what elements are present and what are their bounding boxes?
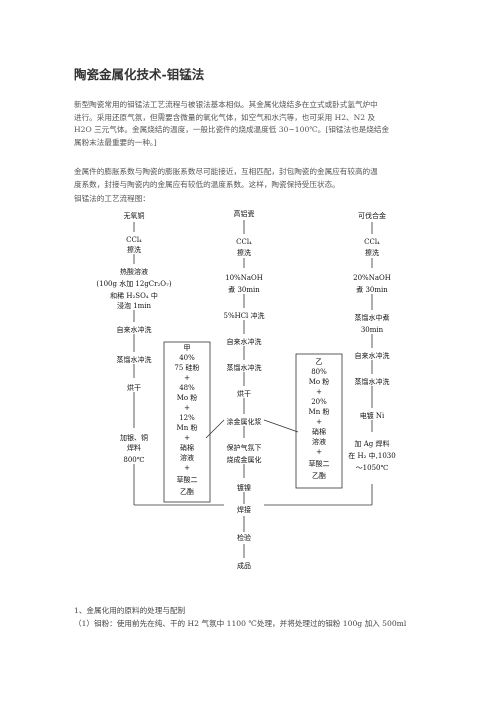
column-kovar: 可伐合金 CCl₄ 擦洗 20%NaOH 煮 30min 蒸馏水中煮 30min… — [348, 211, 395, 472]
flow-step: 高铝瓷 — [234, 209, 255, 218]
flow-step: 煮 30min — [228, 285, 260, 294]
formula-line: + — [184, 464, 190, 472]
formula-line: + — [316, 388, 322, 396]
formula-line: 甲 — [184, 344, 191, 352]
flow-step: 检验 — [237, 533, 251, 542]
formula-line: 乙 — [316, 358, 323, 366]
flow-step: 烘干 — [237, 389, 251, 398]
formula-line: + — [184, 404, 190, 412]
flowchart-caption: 钼锰法的工艺流程图： — [74, 194, 150, 203]
formula-line: + — [184, 434, 190, 442]
flow-step: 无氧铜 — [124, 211, 145, 220]
formula-line: 乙酯 — [180, 488, 194, 496]
formula-line: 40% — [179, 354, 195, 362]
section-heading: 1、金属化用的原料的处理与配制 — [74, 606, 186, 615]
column-ceramic: 高铝瓷 CCl₄ 擦洗 10%NaOH 煮 30min 5%HCl 冲洗 自来水… — [223, 209, 264, 492]
formula-line: Mn 粉 — [309, 407, 330, 416]
flow-step: 保护气氛下 — [227, 443, 262, 452]
formula-line: Mo 粉 — [309, 377, 330, 386]
intro-line: H2O 三元气体。金属烧结的温度，一般比瓷件的烧成温度低 30~100℃。[钼锰… — [74, 125, 390, 134]
flow-step: 加 Ag 焊料 — [355, 439, 390, 448]
formula-line: 硝棉 — [180, 443, 194, 452]
flow-step: CCl₄ — [364, 238, 380, 246]
flow-step: 蒸馏水中煮 — [355, 313, 390, 322]
flow-step: 蒸馏水冲洗 — [227, 363, 262, 372]
formula-line: + — [316, 448, 322, 456]
formula-line: 草酸二 — [309, 459, 330, 468]
page-title: 陶瓷金属化技术-钼锰法 — [74, 67, 205, 82]
para2-line: 度系数，封接与陶瓷内的金属应有较低的温度系数。这样，陶瓷保持受压状态。 — [74, 179, 340, 189]
flow-step: 擦洗 — [127, 245, 141, 254]
flow-step: 烘干 — [127, 383, 141, 392]
formula-line: Mo 粉 — [177, 393, 198, 402]
flow-step: 煮 30min — [356, 285, 388, 294]
flow-step: 涂金属化浆 — [227, 417, 262, 426]
formula-line: 溶液 — [312, 437, 326, 446]
flow-step: 和稀 H₂SO₄ 中 — [110, 291, 158, 300]
formula-line: 草酸二 — [177, 475, 198, 484]
flow-step: CCl₄ — [126, 236, 142, 244]
formula-box-a — [163, 341, 211, 503]
flow-step: 电镀 Ni — [360, 411, 385, 420]
flow-step: 焊料 — [127, 443, 141, 452]
flow-step: CCl₄ — [236, 238, 252, 246]
section-line: （1）钼粉：使用前先在纯、干的 H2 气氛中 1100 ℃处理，并将处理过的钼粉… — [74, 619, 407, 628]
formula-line: 乙酯 — [312, 472, 326, 480]
intro-line: 属粉末法最重要的一种。] — [74, 137, 157, 147]
formula-line: 12% — [179, 414, 195, 422]
flow-step: 20%NaOH — [353, 274, 391, 282]
formula-line: 75 硅粉 — [174, 363, 199, 372]
para2-line: 金属件的膨胀系数与陶瓷的膨胀系数尽可能接近，互相匹配，封包陶瓷的金属应有较高的温 — [74, 167, 378, 176]
flow-step: (100g 水加 12gCr₂O₇) — [96, 279, 171, 288]
intro-paragraph: 新型陶瓷常用的钼锰法工艺流程与被银法基本相似。其金属化烧结多在立式或卧式氢气炉中… — [74, 99, 424, 149]
flow-step: 自来水冲洗 — [117, 325, 152, 334]
flow-step: 可伐合金 — [358, 211, 386, 220]
formula-line: Mn 粉 — [177, 423, 198, 432]
flow-step: 800℃ — [123, 456, 144, 464]
formula-line: 溶液 — [180, 453, 194, 462]
column-final: 焊接 检验 成品 — [237, 505, 251, 570]
flow-step: 蒸馏水冲洗 — [117, 355, 152, 364]
process-flowchart: 无氧铜 CCl₄ 擦洗 热酸溶液 (100g 水加 12gCr₂O₇) 和稀 H… — [96, 209, 395, 570]
formula-box-b — [295, 353, 343, 489]
formula-line: + — [316, 418, 322, 426]
flow-connectors — [133, 220, 373, 558]
intro-line: 新型陶瓷常用的钼锰法工艺流程与被银法基本相似。其金属化烧结多在立式或卧式氢气炉中 — [74, 100, 378, 109]
expansion-paragraph: 金属件的膨胀系数与陶瓷的膨胀系数尽可能接近，互相匹配，封包陶瓷的金属应有较高的温… — [74, 166, 424, 191]
flow-step: 擦洗 — [237, 248, 251, 257]
formula-line: 20% — [311, 398, 327, 406]
intro-line: 进行。采用还原气氛，但需要含微量的氧化气体，如空气和水汽等，也可采用 H2、N2… — [74, 112, 376, 122]
flow-step: 热酸溶液 — [120, 267, 148, 276]
flow-step: 10%NaOH — [225, 274, 263, 282]
flow-step: 烧成金属化 — [227, 455, 262, 464]
formula-line: 硝棉 — [312, 427, 326, 436]
flow-step: 5%HCl 冲洗 — [223, 311, 264, 320]
column-copper: 无氧铜 CCl₄ 擦洗 热酸溶液 (100g 水加 12gCr₂O₇) 和稀 H… — [96, 211, 171, 464]
flow-step: 加银、铜 — [120, 433, 148, 442]
flow-step: 在 H₂ 中,1030 — [348, 451, 395, 460]
flow-step: ～1050℃ — [356, 464, 389, 472]
flow-step: 30min — [361, 326, 384, 334]
formula-line: 48% — [179, 384, 195, 392]
flow-step: 成品 — [237, 561, 251, 570]
formula-b-text: 乙 80% Mo 粉 + 20% Mn 粉 + 硝棉 溶液 + 草酸二 乙酯 — [309, 358, 330, 480]
formula-line: 80% — [311, 368, 327, 376]
flow-step: 镀镍 — [237, 483, 251, 492]
flow-step: 擦洗 — [365, 248, 379, 257]
flow-step: 自来水冲洗 — [227, 337, 262, 346]
flow-step: 浸泡 1min — [117, 301, 152, 310]
formula-a-text: 甲 40% 75 硅粉 + 48% Mo 粉 + 12% Mn 粉 + 硝棉 溶… — [174, 344, 199, 496]
flow-step: 蒸馏水冲洗 — [355, 377, 390, 386]
flow-step: 焊接 — [237, 505, 251, 514]
flow-step: 自来水冲洗 — [355, 351, 390, 360]
formula-line: + — [184, 374, 190, 382]
